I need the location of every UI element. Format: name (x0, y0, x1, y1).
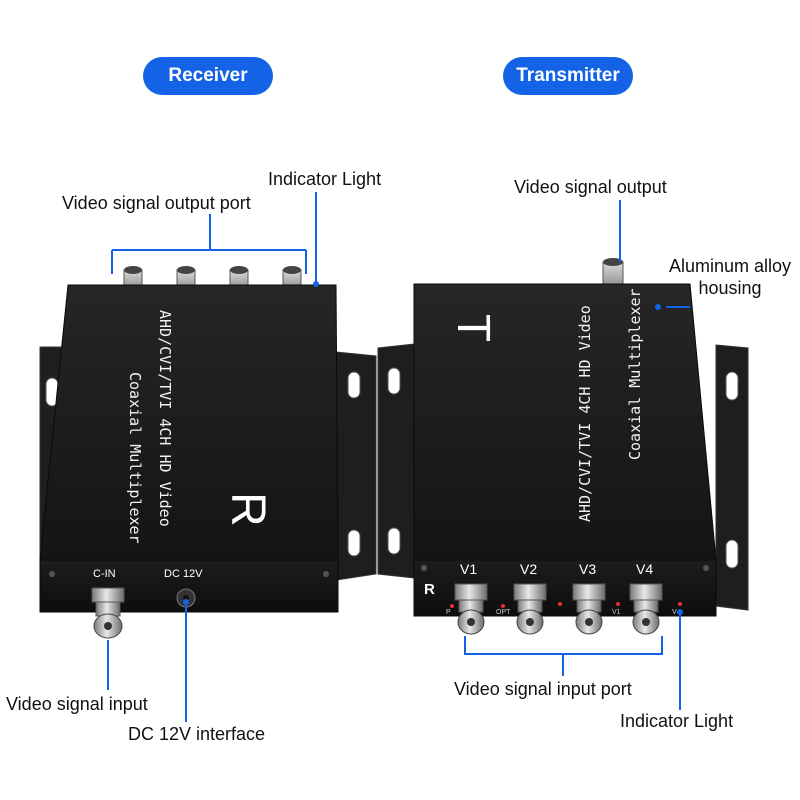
receiver-port-dc-label: DC 12V (164, 568, 203, 580)
callout-aluminum-line2: housing (698, 278, 762, 298)
receiver-cin-connector (91, 587, 125, 639)
transmitter-device: T AHD/CVI/TVI 4CH HD Video Coaxial Multi… (377, 258, 749, 635)
indicator-led (678, 602, 682, 606)
callout-line-output-port (111, 214, 307, 274)
led-label-v: V (672, 609, 677, 616)
transmitter-port-label-v2: V2 (520, 561, 537, 577)
receiver-device: AHD/CVI/TVI 4CH HD Video Coaxial Multipl… (39, 266, 377, 639)
bracket-slot (387, 367, 401, 395)
screw (49, 571, 55, 577)
callout-video-output: Video signal output (514, 177, 667, 197)
callout-aluminum-housing: Aluminum alloy housing (662, 255, 798, 299)
receiver-model-line1: AHD/CVI/TVI 4CH HD Video (156, 310, 174, 527)
led-label-p: P (446, 609, 451, 616)
bracket-slot (725, 371, 739, 401)
callout-dot (183, 599, 189, 605)
callout-dc-interface: DC 12V interface (128, 724, 266, 744)
transmitter-header: Transmitter (503, 57, 633, 95)
callout-dot (677, 609, 683, 615)
indicator-led (558, 602, 562, 606)
transmitter-bracket-right (715, 344, 749, 611)
callout-line-input-port (464, 636, 663, 676)
transmitter-port-label-v1: V1 (460, 561, 477, 577)
callout-dot (313, 281, 319, 287)
callout-dot (655, 304, 661, 310)
led-label-opt: OPT (496, 609, 511, 616)
transmitter-model-line1: AHD/CVI/TVI 4CH HD Video (576, 305, 594, 522)
callout-video-input: Video signal input (6, 694, 148, 714)
callout-indicator-light-top: Indicator Light (268, 169, 382, 189)
transmitter-letter: T (448, 314, 500, 342)
receiver-model-line2: Coaxial Multiplexer (126, 372, 144, 544)
screw (323, 571, 329, 577)
callout-aluminum-line1: Aluminum alloy (668, 256, 792, 276)
bracket-slot (347, 529, 361, 557)
transmitter-port-label-v3: V3 (579, 561, 596, 577)
screw (421, 565, 427, 571)
bracket-slot (387, 527, 401, 555)
transmitter-port-label-v4: V4 (636, 561, 653, 577)
led-label-v1: V1 (612, 609, 621, 616)
transmitter-input-connector-v4 (629, 583, 663, 635)
receiver-port-cin-label: C-IN (93, 568, 116, 580)
transmitter-input-connector-v1 (454, 583, 488, 635)
transmitter-input-connector-v2 (513, 583, 547, 635)
receiver-housing-top (39, 284, 339, 561)
callout-indicator-light-bottom: Indicator Light (620, 711, 734, 731)
bracket-slot (347, 371, 361, 399)
indicator-led (450, 604, 454, 608)
transmitter-output-connector (602, 258, 624, 289)
receiver-letter: R (221, 492, 274, 527)
transmitter-input-connector-v3 (572, 583, 606, 635)
bracket-slot (725, 539, 739, 569)
screw (703, 565, 709, 571)
receiver-header: Receiver (143, 57, 273, 95)
indicator-led (616, 602, 620, 606)
transmitter-model-line2: Coaxial Multiplexer (626, 288, 644, 460)
callout-video-output-port: Video signal output port (62, 193, 251, 213)
transmitter-side-letter: R (424, 581, 435, 598)
callout-lines (107, 192, 690, 722)
callout-video-input-port: Video signal input port (454, 679, 632, 699)
indicator-led (501, 604, 505, 608)
